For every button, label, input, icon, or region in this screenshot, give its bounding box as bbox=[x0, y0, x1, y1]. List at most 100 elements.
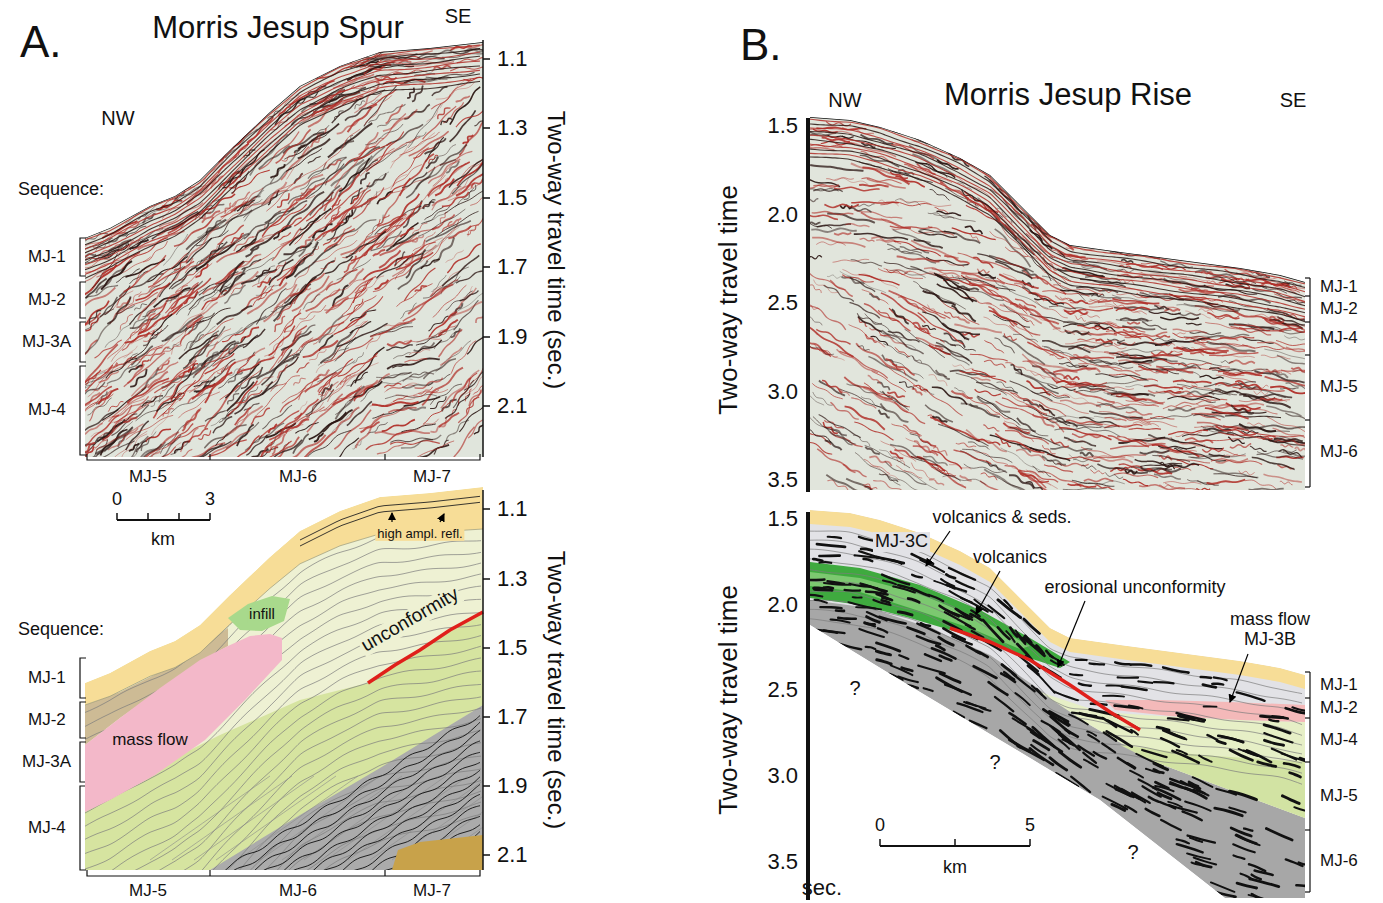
seafloor-reflector bbox=[85, 81, 480, 278]
seismic-reflector bbox=[101, 399, 145, 424]
seismic-reflector bbox=[862, 290, 889, 305]
seismic-reflector bbox=[209, 346, 244, 368]
seismic-reflector bbox=[412, 223, 427, 235]
seismic-reflector bbox=[245, 223, 269, 248]
seismic-reflector bbox=[154, 443, 182, 468]
seismic-reflector bbox=[808, 285, 821, 293]
layer-line bbox=[282, 776, 402, 860]
seismic-reflector bbox=[344, 363, 379, 384]
seismic-reflector bbox=[125, 203, 162, 224]
seismic-reflector bbox=[316, 353, 336, 373]
seismic-reflector bbox=[301, 185, 316, 194]
seismic-reflector bbox=[1149, 311, 1181, 314]
seismic-reflector bbox=[153, 316, 164, 327]
seismic-reflector bbox=[172, 278, 211, 311]
seismic-reflector bbox=[1125, 310, 1147, 315]
axis-tick-mark bbox=[483, 127, 490, 129]
seismic-reflector bbox=[400, 154, 434, 196]
axis-tick-mark bbox=[483, 405, 490, 407]
seismic-section bbox=[785, 117, 1330, 500]
seismic-reflector bbox=[1209, 390, 1239, 393]
axis-tick-mark bbox=[483, 197, 490, 199]
seismic-reflector bbox=[791, 177, 840, 187]
seismic-reflector bbox=[370, 319, 415, 337]
seismic-reflector bbox=[388, 408, 416, 413]
seismic-reflector bbox=[393, 353, 410, 359]
seismic-reflector bbox=[1207, 313, 1239, 319]
seismic-reflector bbox=[1065, 308, 1113, 311]
layer-line bbox=[85, 636, 481, 854]
seismic-reflector bbox=[272, 228, 301, 261]
seismic-reflector bbox=[983, 425, 999, 431]
seismic-reflector bbox=[227, 381, 257, 417]
seismic-reflector bbox=[286, 242, 318, 279]
seismic-reflector bbox=[1114, 332, 1154, 341]
seismic-reflector bbox=[426, 221, 471, 242]
seismic-reflector bbox=[354, 280, 367, 300]
seismic-reflector bbox=[1173, 381, 1212, 384]
seismic-reflector bbox=[339, 156, 373, 197]
seismic-reflector bbox=[1210, 469, 1258, 478]
seismic-reflector bbox=[1142, 322, 1167, 330]
seismic-reflector bbox=[337, 119, 359, 133]
seismic-reflector bbox=[187, 326, 216, 352]
seismic-reflector bbox=[121, 436, 149, 469]
seismic-reflector bbox=[1042, 341, 1090, 353]
seismic-reflector bbox=[80, 323, 111, 365]
seismic-reflector bbox=[91, 420, 122, 437]
seismic-reflector bbox=[1191, 454, 1246, 459]
seismic-reflector bbox=[423, 359, 456, 379]
seismic-reflector bbox=[1277, 317, 1305, 325]
seismic-reflector bbox=[450, 87, 480, 125]
seismic-reflector bbox=[1242, 345, 1284, 350]
seismic-reflector bbox=[400, 303, 416, 319]
seismic-reflector bbox=[235, 359, 260, 393]
seismic-reflector bbox=[278, 106, 290, 116]
seismic-reflector bbox=[920, 386, 962, 416]
sequence-bracket bbox=[80, 322, 86, 362]
seismic-reflector bbox=[869, 328, 889, 336]
seismic-reflector bbox=[367, 89, 397, 108]
seismic-reflector bbox=[205, 353, 235, 374]
seismic-reflector bbox=[205, 431, 250, 461]
seismic-reflector bbox=[935, 207, 949, 212]
seismic-reflector bbox=[356, 414, 384, 448]
seismic-reflector bbox=[354, 381, 382, 397]
seismic-reflector bbox=[129, 365, 143, 372]
seismic-reflector bbox=[298, 401, 308, 411]
seismic-reflector bbox=[1213, 474, 1257, 478]
seismic-reflector bbox=[1042, 346, 1080, 359]
seismic-reflector bbox=[459, 120, 484, 155]
seismic-reflector bbox=[225, 364, 259, 398]
seismic-reflector bbox=[205, 411, 226, 422]
axis-tick-mark bbox=[483, 58, 490, 60]
seismic-reflector bbox=[293, 434, 309, 454]
seismic-reflector bbox=[189, 281, 227, 310]
seismic-reflector bbox=[861, 178, 901, 184]
seismic-reflector bbox=[884, 262, 922, 271]
seismic-reflector bbox=[467, 324, 494, 354]
layer-line bbox=[216, 776, 336, 860]
seismic-reflector bbox=[245, 227, 284, 245]
seismic-reflector bbox=[395, 252, 406, 266]
axes bbox=[80, 40, 490, 876]
seismic-reflector bbox=[88, 362, 117, 397]
seismic-reflector bbox=[390, 137, 417, 169]
seismic-reflector bbox=[877, 382, 889, 390]
seismic-reflector bbox=[382, 420, 415, 431]
seismic-reflector bbox=[373, 250, 385, 256]
seismic-reflector bbox=[1079, 424, 1133, 427]
seismic-reflector bbox=[372, 402, 419, 406]
seismic-reflector bbox=[931, 467, 957, 479]
seismic-reflector bbox=[859, 185, 889, 187]
seismic-reflector bbox=[1250, 446, 1267, 451]
seismic-reflector bbox=[143, 310, 157, 317]
layer-line bbox=[150, 776, 270, 860]
seismic-reflector bbox=[359, 132, 379, 154]
seismic-reflector bbox=[1047, 454, 1100, 461]
reflector-line bbox=[300, 502, 480, 546]
seismic-reflector bbox=[1148, 435, 1178, 442]
seismic-reflector bbox=[906, 356, 921, 363]
seismic-reflector bbox=[271, 376, 300, 392]
seismic-reflector bbox=[984, 469, 1023, 490]
